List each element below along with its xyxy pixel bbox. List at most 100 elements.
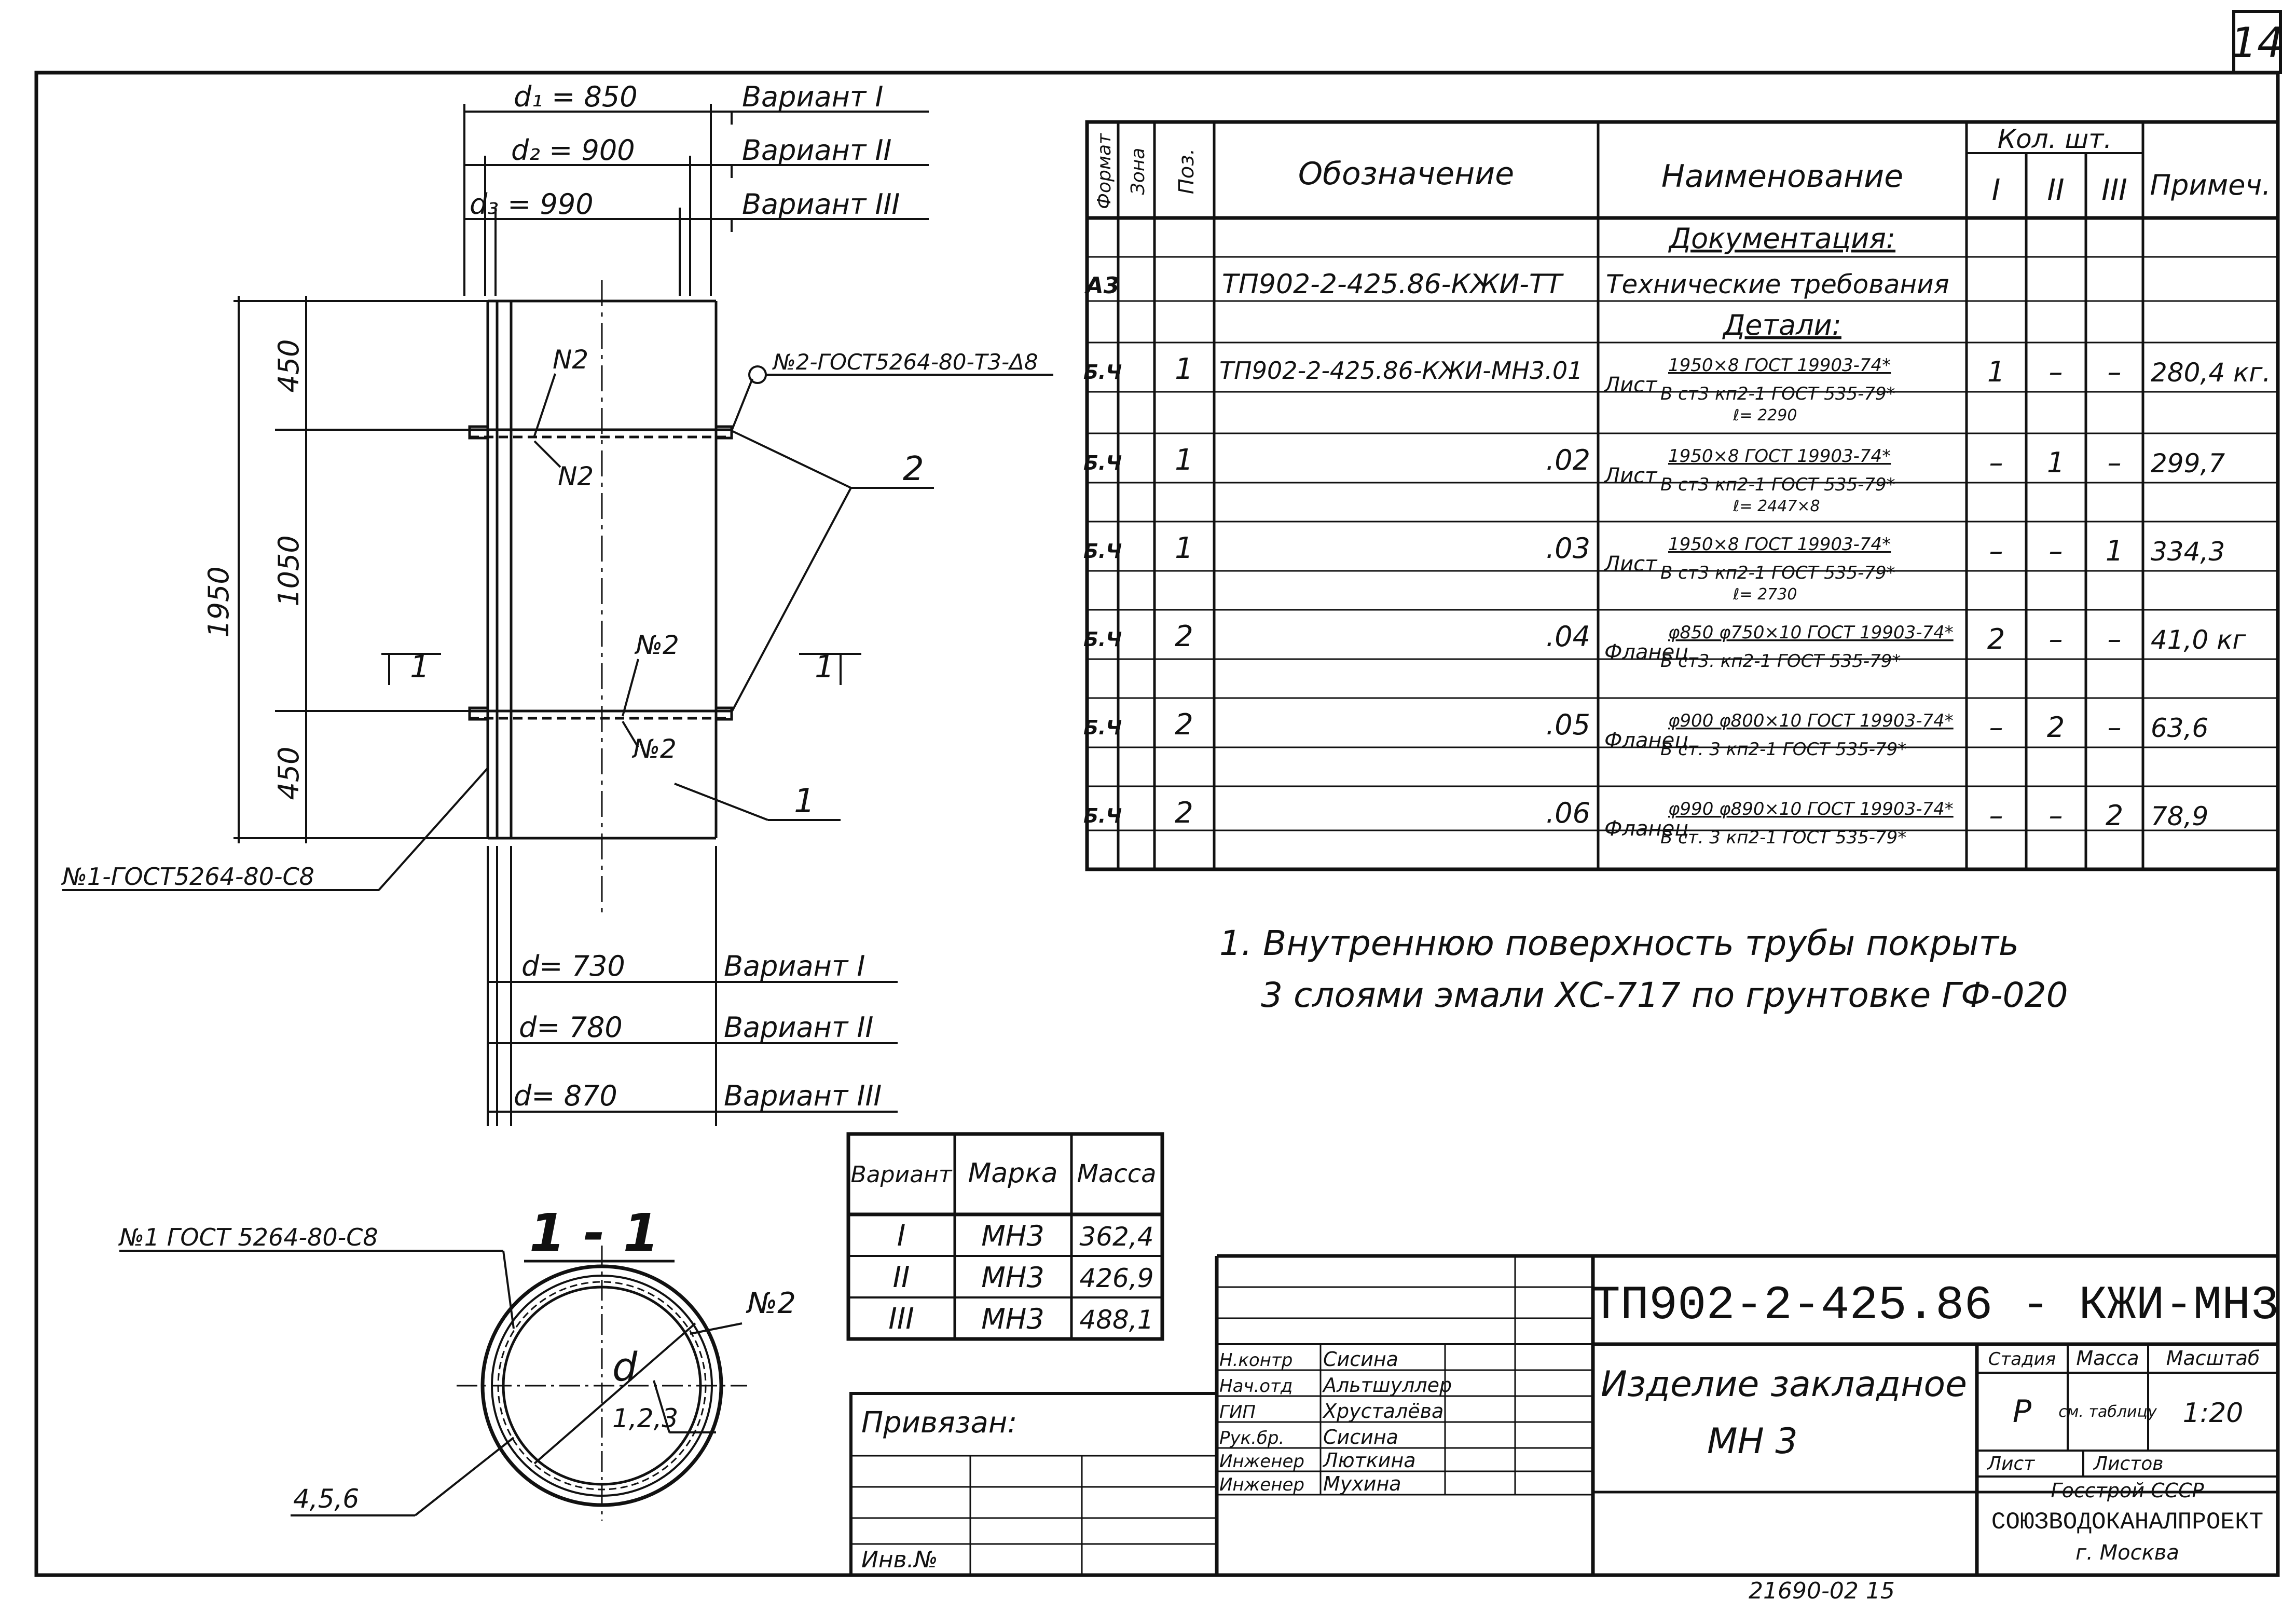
part-row-name-bot: В ст. 3 кп2-1 ГОСТ 535-79*	[1660, 827, 1906, 848]
part-row-q3: 1	[2106, 535, 2123, 567]
part-row-q3: –	[2108, 623, 2122, 655]
row0-name: Технические требования	[1606, 269, 1949, 299]
part-row-pos: 2	[1175, 620, 1193, 653]
part-row-note: 63,6	[2151, 713, 2208, 743]
part-row-note: 41,0 кг	[2151, 625, 2246, 655]
row0-format: А3	[1084, 272, 1120, 299]
person-name: Сисина	[1323, 1348, 1398, 1371]
part-row-name-prefix: Фланец	[1604, 729, 1689, 753]
dim-bot-variant-3: Вариант III	[724, 1079, 882, 1112]
part-row-name-top: 1950×8 ГОСТ 19903-74*	[1668, 355, 1891, 376]
part-row-name-bot: В ст3. кп2-1 ГОСТ 535-79*	[1660, 651, 1901, 672]
section-weld2-label: №2	[746, 1287, 796, 1320]
part-row-designation: .06	[1546, 797, 1590, 829]
dim-450-bot: 450	[272, 746, 305, 800]
part-row-q3: –	[2108, 446, 2122, 479]
hdr-q3: III	[2101, 173, 2127, 207]
hdr-designation: Обозначение	[1298, 156, 1514, 192]
dim-1950: 1950	[202, 566, 235, 637]
dim-d3: d₃ = 990	[470, 188, 594, 221]
dim-d1: d₁ = 850	[514, 80, 638, 113]
callout-n2-4: №2	[631, 734, 677, 764]
dim-450-top: 450	[272, 339, 305, 392]
part-row-pos: 1	[1175, 352, 1193, 386]
title-line-2: МН 3	[1707, 1421, 1798, 1462]
dim-d2: d₂ = 900	[511, 134, 635, 167]
title-code: ТП902-2-425.86 - КЖИ-МН3	[1591, 1278, 2279, 1333]
spec-table-grid	[1085, 120, 2280, 871]
sheet-label: Лист	[1986, 1453, 2035, 1474]
person-role: Инженер	[1219, 1474, 1304, 1495]
mass-row-variant: I	[897, 1219, 906, 1253]
archive-number: 21690-02 15	[1749, 1578, 1895, 1604]
hdr-note: Примеч.	[2150, 169, 2271, 201]
callout-n2-1: N2	[553, 345, 588, 375]
hdr-name: Наименование	[1661, 158, 1903, 195]
mass-row-mass: 362,4	[1079, 1222, 1153, 1252]
part-row-name-bot: В ст. 3 кп2-1 ГОСТ 535-79*	[1660, 739, 1906, 760]
hdr-pos: Поз.	[1175, 148, 1199, 195]
part-row-designation: .03	[1546, 532, 1590, 565]
org-line-2: СОЮЗВОДОКАНАЛПРОЕКТ	[1991, 1509, 2264, 1536]
part-row-name-extra: ℓ= 2730	[1733, 585, 1797, 604]
mass-row-mark: МН3	[981, 1303, 1044, 1335]
mass-hdr-mark: Марка	[968, 1158, 1057, 1189]
part-row-q1: –	[1989, 535, 2003, 567]
part-row-name-prefix: Лист	[1603, 464, 1658, 488]
part-row-designation: ТП902-2-425.86-КЖИ-МН3.01	[1219, 357, 1583, 385]
part-row-q1: 1	[1987, 356, 2005, 388]
person-role: ГИП	[1219, 1402, 1256, 1423]
part-row-q1: –	[1989, 799, 2003, 832]
part-row-q3: –	[2108, 711, 2122, 744]
dim-d-730: d= 730	[521, 950, 625, 982]
part-row-name-top: 1950×8 ГОСТ 19903-74*	[1668, 446, 1891, 467]
inv-label: Инв.№	[861, 1547, 938, 1573]
mass-table-grid	[846, 1132, 1164, 1341]
person-role: Инженер	[1219, 1451, 1304, 1472]
part-row-name-prefix: Лист	[1603, 373, 1658, 397]
hdr-q1: I	[1992, 173, 2001, 207]
mass-hdr-variant: Вариант	[850, 1161, 952, 1188]
person-name: Альтшуллер	[1322, 1374, 1452, 1397]
callout-pos-1: 1	[794, 782, 815, 821]
part-row-name-top: 1950×8 ГОСТ 19903-74*	[1668, 534, 1891, 555]
pipe-elevation	[468, 280, 733, 913]
part-row-name-extra: ℓ= 2290	[1733, 406, 1797, 425]
part-row-pos: 1	[1175, 443, 1193, 477]
dim-variant-1: Вариант I	[742, 80, 883, 113]
mass-value: см. таблицу	[2058, 1403, 2157, 1421]
part-row-name-prefix: Фланец	[1604, 640, 1689, 664]
part-row-q1: –	[1989, 711, 2003, 744]
part-row-format: Б.Ч	[1083, 716, 1122, 739]
person-role: Рук.бр.	[1219, 1428, 1284, 1448]
section-mark-right: 1	[815, 649, 834, 685]
part-row-name-extra: ℓ= 2447×8	[1733, 497, 1820, 515]
part-row-name-prefix: Фланец	[1604, 817, 1689, 841]
hdr-format: Формат	[1094, 133, 1115, 209]
stage-label: Стадия	[1988, 1349, 2056, 1370]
section-pos456: 4,5,6	[293, 1484, 359, 1514]
top-dimensions	[463, 104, 929, 296]
section-title: 1 - 1	[529, 1202, 659, 1263]
part-row-format: Б.Ч	[1083, 804, 1122, 827]
mass-label: Масса	[2076, 1347, 2139, 1370]
hdr-q2: II	[2047, 173, 2064, 207]
part-row-designation: .04	[1546, 620, 1590, 653]
person-role: Н.контр	[1219, 1350, 1293, 1371]
mass-row-mass: 426,9	[1079, 1263, 1153, 1293]
part-row-format: Б.Ч	[1083, 628, 1122, 651]
stage-value: Р	[2013, 1393, 2032, 1430]
org-line-1: Госстрой СССР	[2051, 1479, 2204, 1502]
dim-d-780: d= 780	[519, 1011, 623, 1044]
sheet-number-box	[2232, 10, 2282, 74]
part-row-note: 280,4 кг.	[2151, 358, 2271, 388]
org-line-3: г. Москва	[2075, 1541, 2179, 1565]
part-row-q1: –	[1989, 446, 2003, 479]
mass-row-mark: МН3	[981, 1220, 1044, 1252]
part-row-pos: 2	[1175, 708, 1193, 742]
mass-row-variant: II	[892, 1261, 910, 1294]
person-name: Мухина	[1323, 1472, 1401, 1495]
